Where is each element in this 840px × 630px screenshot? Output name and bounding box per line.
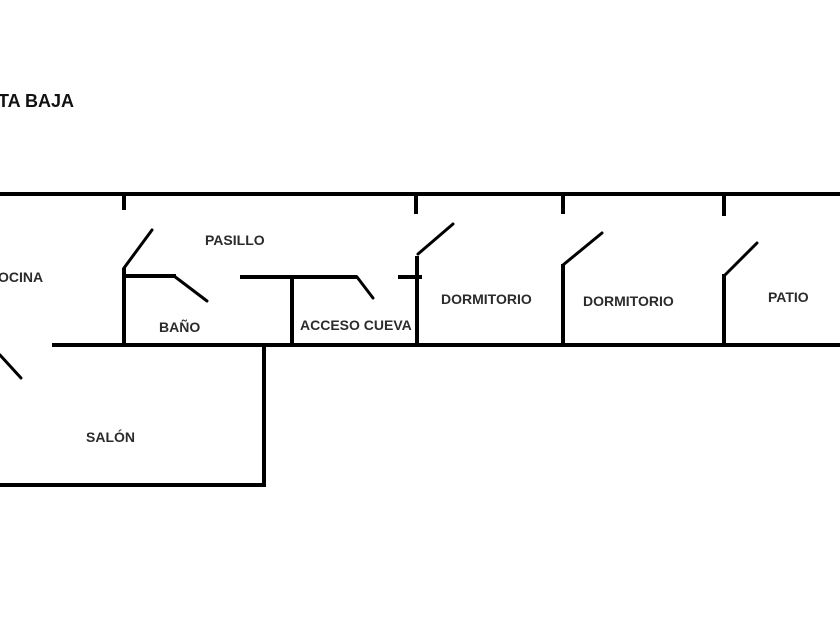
- room-label-dormitorio-2: DORMITORIO: [583, 293, 674, 309]
- room-label-bano: BAÑO: [159, 319, 201, 335]
- door-icon: [723, 241, 759, 277]
- room-label-pasillo: PASILLO: [205, 232, 265, 248]
- floor-title: TA BAJA: [0, 91, 74, 111]
- door-icon: [0, 353, 23, 380]
- door-icon: [561, 231, 604, 267]
- room-label-cocina: OCINA: [0, 269, 44, 285]
- door-icon: [172, 274, 209, 303]
- door-icon: [122, 228, 154, 270]
- room-label-acceso-cueva: ACCESO CUEVA: [300, 317, 412, 333]
- room-label-dormitorio-1: DORMITORIO: [441, 291, 532, 307]
- door-icon: [355, 275, 375, 300]
- door-icon: [416, 222, 455, 256]
- room-label-salon: SALÓN: [86, 429, 135, 445]
- room-label-patio: PATIO: [768, 289, 809, 305]
